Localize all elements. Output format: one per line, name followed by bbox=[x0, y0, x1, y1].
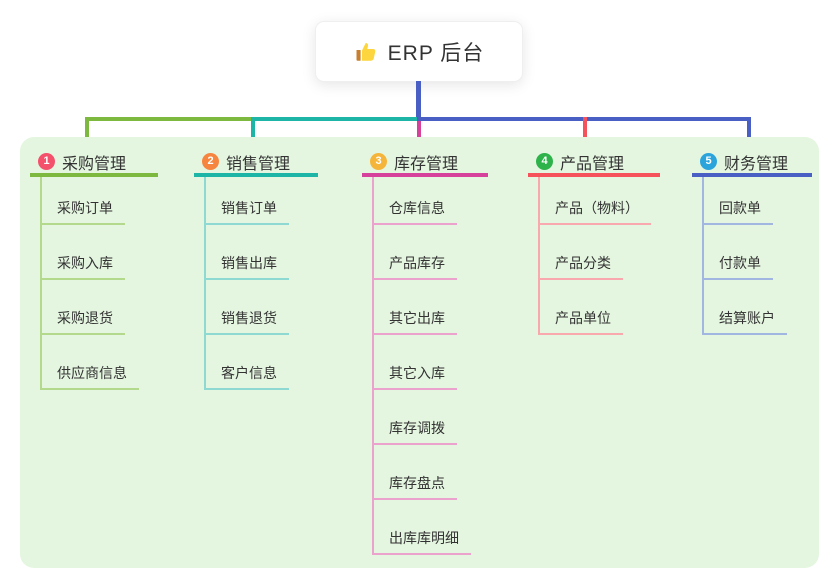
branch-title: 财务管理 bbox=[724, 155, 789, 173]
drop-line-product bbox=[583, 117, 587, 151]
node-settlement-account[interactable]: 结算账户 bbox=[704, 280, 787, 335]
branch-inventory-management: 3 库存管理 仓库信息 产品库存 其它出库 其它入库 库存调拨 库存盘点 出库库… bbox=[362, 148, 488, 555]
node-payment-note[interactable]: 付款单 bbox=[704, 225, 773, 280]
node-sales-return[interactable]: 销售退货 bbox=[206, 280, 289, 335]
branch-node-sales[interactable]: 2 销售管理 bbox=[194, 148, 318, 177]
node-sales-outbound[interactable]: 销售出库 bbox=[206, 225, 289, 280]
branch-node-inventory[interactable]: 3 库存管理 bbox=[362, 148, 488, 177]
branch-node-product[interactable]: 4 产品管理 bbox=[528, 148, 660, 177]
branch-node-purchase[interactable]: 1 采购管理 bbox=[30, 148, 158, 177]
branch-purchase-management: 1 采购管理 采购订单 采购入库 采购退货 供应商信息 bbox=[30, 148, 158, 390]
badge-4: 4 bbox=[536, 153, 553, 170]
mindmap-panel bbox=[20, 137, 819, 568]
branch-children: 回款单 付款单 结算账户 bbox=[702, 177, 812, 335]
drop-line-finance bbox=[747, 117, 751, 151]
node-collection-note[interactable]: 回款单 bbox=[704, 177, 773, 225]
branch-sales-management: 2 销售管理 销售订单 销售出库 销售退货 客户信息 bbox=[194, 148, 318, 390]
node-purchase-order[interactable]: 采购订单 bbox=[42, 177, 125, 225]
badge-2: 2 bbox=[202, 153, 219, 170]
badge-3: 3 bbox=[370, 153, 387, 170]
node-other-outbound[interactable]: 其它出库 bbox=[374, 280, 457, 335]
node-other-inbound[interactable]: 其它入库 bbox=[374, 335, 457, 390]
drop-line-purchase bbox=[85, 117, 89, 151]
branch-children: 产品（物料） 产品分类 产品单位 bbox=[538, 177, 660, 335]
badge-5: 5 bbox=[700, 153, 717, 170]
node-product-stock[interactable]: 产品库存 bbox=[374, 225, 457, 280]
node-stock-transfer[interactable]: 库存调拨 bbox=[374, 390, 457, 445]
node-supplier-info[interactable]: 供应商信息 bbox=[42, 335, 139, 390]
node-stock-count[interactable]: 库存盘点 bbox=[374, 445, 457, 500]
node-warehouse-info[interactable]: 仓库信息 bbox=[374, 177, 457, 225]
root-node-label: ERP 后台 bbox=[387, 41, 485, 65]
thumbs-up-icon bbox=[356, 42, 376, 61]
branch-finance-management: 5 财务管理 回款单 付款单 结算账户 bbox=[692, 148, 812, 335]
node-sales-order[interactable]: 销售订单 bbox=[206, 177, 289, 225]
node-product-unit[interactable]: 产品单位 bbox=[540, 280, 623, 335]
branch-product-management: 4 产品管理 产品（物料） 产品分类 产品单位 bbox=[528, 148, 660, 335]
branch-children: 销售订单 销售出库 销售退货 客户信息 bbox=[204, 177, 318, 390]
branch-title: 销售管理 bbox=[226, 155, 291, 173]
node-purchase-inbound[interactable]: 采购入库 bbox=[42, 225, 125, 280]
branch-children: 采购订单 采购入库 采购退货 供应商信息 bbox=[40, 177, 158, 390]
drop-line-inventory bbox=[417, 121, 421, 151]
node-product-material[interactable]: 产品（物料） bbox=[540, 177, 651, 225]
node-customer-info[interactable]: 客户信息 bbox=[206, 335, 289, 390]
drop-line-sales bbox=[251, 117, 255, 151]
root-node-erp[interactable]: ERP 后台 bbox=[315, 21, 523, 82]
branch-title: 产品管理 bbox=[560, 155, 625, 173]
node-outbound-detail[interactable]: 出库库明细 bbox=[374, 500, 471, 555]
root-connector-line bbox=[416, 81, 421, 119]
badge-1: 1 bbox=[38, 153, 55, 170]
branch-children: 仓库信息 产品库存 其它出库 其它入库 库存调拨 库存盘点 出库库明细 bbox=[372, 177, 488, 555]
branch-title: 库存管理 bbox=[394, 155, 459, 173]
connector-bar-purchase bbox=[85, 117, 255, 121]
node-product-category[interactable]: 产品分类 bbox=[540, 225, 623, 280]
node-purchase-return[interactable]: 采购退货 bbox=[42, 280, 125, 335]
branch-node-finance[interactable]: 5 财务管理 bbox=[692, 148, 812, 177]
connector-bar-sales bbox=[253, 117, 421, 121]
branch-title: 采购管理 bbox=[62, 155, 127, 173]
